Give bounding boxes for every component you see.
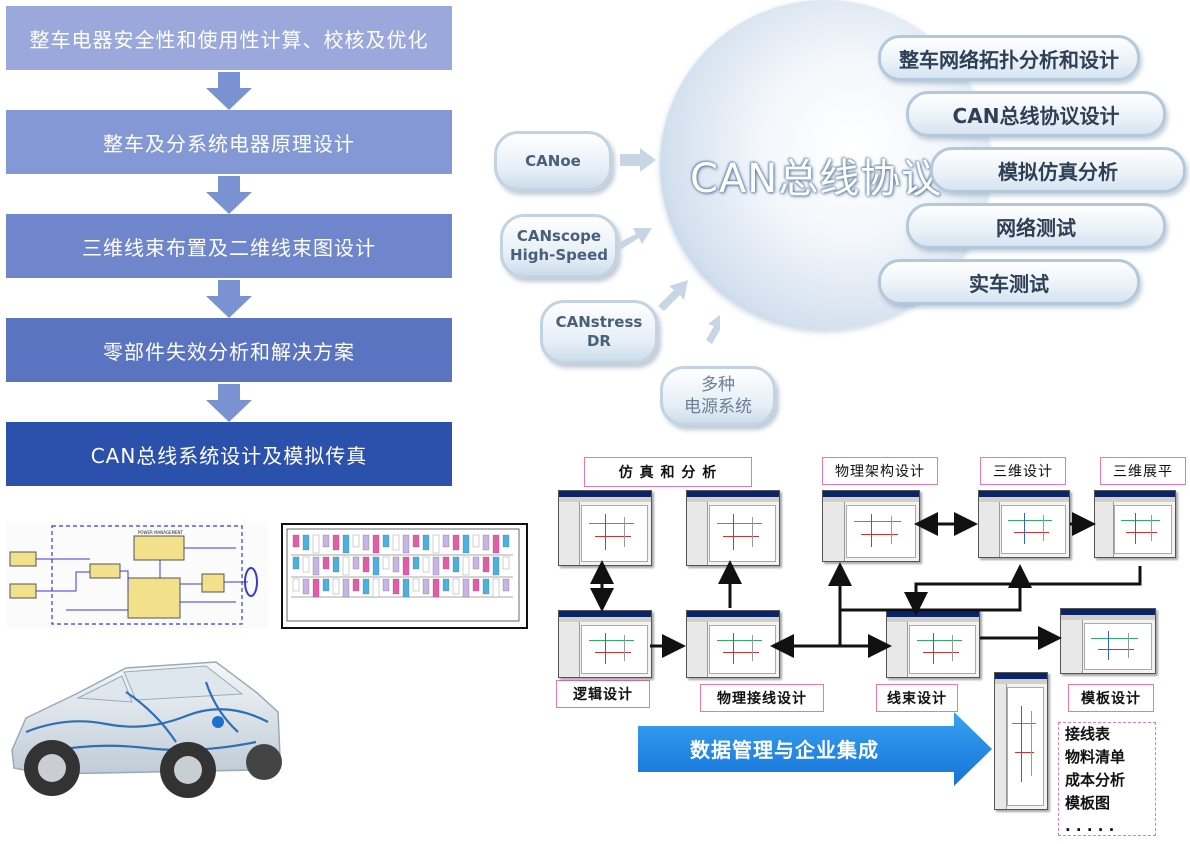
schematic-image: POWER MANAGEMENT — [6, 522, 268, 628]
svg-text:POWER MANAGEMENT: POWER MANAGEMENT — [138, 530, 184, 535]
arrow-icon — [620, 148, 656, 172]
label-3d-unfold: 三维展平 — [1100, 457, 1186, 485]
label-3d-design: 三维设计 — [980, 457, 1066, 485]
function-topology: 整车网络拓扑分析和设计 — [878, 35, 1140, 81]
arrow-icon — [706, 315, 720, 344]
label-phys-wiring: 物理接线设计 — [700, 684, 824, 712]
flow-step-3: 三维线束布置及二维线束图设计 — [6, 214, 452, 278]
tool-power-line1: 多种 — [701, 375, 735, 395]
down-arrow-icon — [206, 176, 252, 214]
function-simulation: 模拟仿真分析 — [930, 147, 1186, 193]
shot-sim-2 — [686, 490, 780, 566]
arrow-icon — [658, 280, 688, 311]
tool-canstress-line1: CANstress — [555, 313, 643, 331]
car-harness-image — [6, 652, 284, 804]
tool-canscope-line2: High-Speed — [510, 246, 608, 264]
label-harness: 线束设计 — [876, 684, 958, 712]
output-item: 物料清单 — [1065, 748, 1126, 766]
flow-step-1: 整车电器安全性和使用性计算、校核及优化 — [6, 6, 452, 70]
down-arrow-icon — [206, 72, 252, 110]
shot-sim-1 — [558, 490, 652, 566]
down-arrow-icon — [206, 280, 252, 318]
wiring-drawing-image — [281, 523, 528, 629]
function-vehicle-test: 实车测试 — [878, 259, 1140, 305]
output-item: 成本分析 — [1065, 771, 1126, 789]
tool-arrows — [616, 148, 720, 344]
tool-canstress: CANstress DR — [540, 300, 658, 364]
shot-unfold — [1094, 490, 1176, 558]
flow-step-5: CAN总线系统设计及模拟传真 — [6, 422, 452, 486]
function-protocol-design: CAN总线协议设计 — [906, 91, 1166, 137]
tool-canscope: CANscope High-Speed — [500, 214, 618, 278]
tool-canoe: CANoe — [494, 131, 612, 191]
tool-canstress-line2: DR — [586, 332, 611, 350]
output-item: 模板图 — [1065, 794, 1111, 812]
tool-canoe-label: CANoe — [525, 151, 581, 170]
tool-power-line2: 电源系统 — [684, 397, 752, 417]
shot-phys-wiring — [686, 610, 780, 678]
label-phys-arch: 物理架构设计 — [822, 457, 938, 485]
output-item: . . . . . — [1065, 817, 1115, 835]
data-management-arrow — [638, 712, 992, 786]
label-template: 模板设计 — [1068, 684, 1154, 712]
label-logic: 逻辑设计 — [556, 680, 650, 708]
arrow-icon — [616, 228, 652, 250]
shot-data-list — [994, 672, 1048, 810]
can-protocol-title: CAN总线协议 — [690, 156, 943, 202]
flow-step-2: 整车及分系统电器原理设计 — [6, 110, 452, 174]
output-list: 接线表 物料清单 成本分析 模板图 . . . . . — [1058, 722, 1156, 836]
shot-3d — [978, 490, 1070, 558]
tool-power-system: 多种 电源系统 — [660, 366, 776, 426]
data-management-label: 数据管理与企业集成 — [690, 738, 879, 762]
function-network-test: 网络测试 — [906, 203, 1166, 249]
label-sim-analysis: 仿 真 和 分 析 — [584, 457, 752, 487]
workflow-connectors — [590, 512, 1142, 658]
down-arrow-icon — [206, 384, 252, 422]
tool-canscope-line1: CANscope — [516, 227, 602, 245]
output-item: 接线表 — [1065, 725, 1111, 743]
flow-step-4: 零部件失效分析和解决方案 — [6, 318, 452, 382]
shot-harness — [886, 610, 980, 678]
